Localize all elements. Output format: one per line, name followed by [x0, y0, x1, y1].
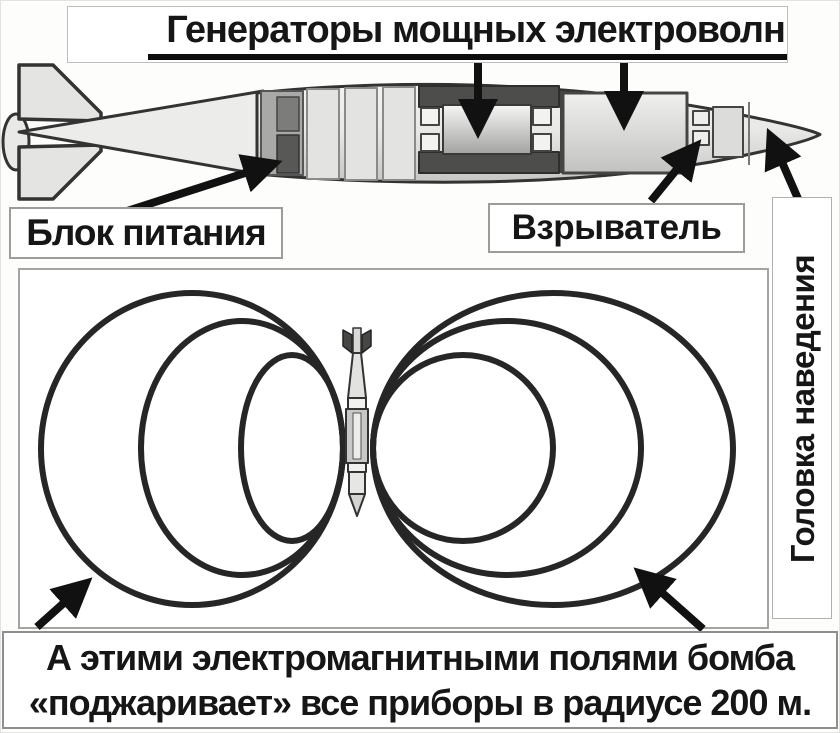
- generator-section-1: [418, 85, 560, 174]
- power-unit-label-box: Блок питания: [9, 207, 283, 259]
- arrow-guidance-head-icon: [764, 127, 803, 203]
- field-line-right-inner: [370, 352, 556, 544]
- field-line-left-inner: [238, 352, 346, 544]
- generators-label: Генераторы мощных электроволн: [148, 9, 787, 60]
- guidance-head-label-box: Головка наведения: [772, 197, 832, 619]
- power-unit-block-top: [276, 96, 300, 132]
- guidance-head-label: Головка наведения: [784, 254, 821, 564]
- capacitor-slat: [382, 86, 416, 181]
- bomb-tail-fin-upper: [17, 63, 103, 123]
- power-unit-label: Блок питания: [26, 212, 266, 253]
- arrow-field-left-icon: [34, 577, 93, 630]
- fuze-section: [692, 106, 744, 158]
- arrow-power-unit-icon: [119, 154, 283, 217]
- power-unit-block-bottom: [276, 134, 300, 174]
- bomb-cutaway-drawing: [1, 63, 822, 201]
- callout-arrows: [119, 62, 803, 217]
- generators-label-box: Генераторы мощных электроволн: [67, 6, 788, 63]
- arrow-field-right-icon: [633, 567, 706, 632]
- capacitor-slat: [306, 88, 340, 180]
- capacitor-slat: [344, 87, 378, 181]
- fuze-label-box: Взрыватель: [488, 203, 745, 253]
- arrow-fuze-icon: [647, 139, 702, 204]
- caption-line-2: «поджаривает» все приборы в радиусе 200 …: [28, 682, 812, 723]
- caption-line-1: А этими электромагнитными полями бомба: [45, 637, 795, 678]
- caption-box: А этими электромагнитными полями бомба «…: [2, 631, 838, 729]
- field-diagram: [18, 268, 769, 632]
- field-bomb-glyph: [342, 327, 372, 517]
- bomb-tail-fin-lower: [17, 143, 103, 201]
- fuze-label: Взрыватель: [511, 208, 722, 247]
